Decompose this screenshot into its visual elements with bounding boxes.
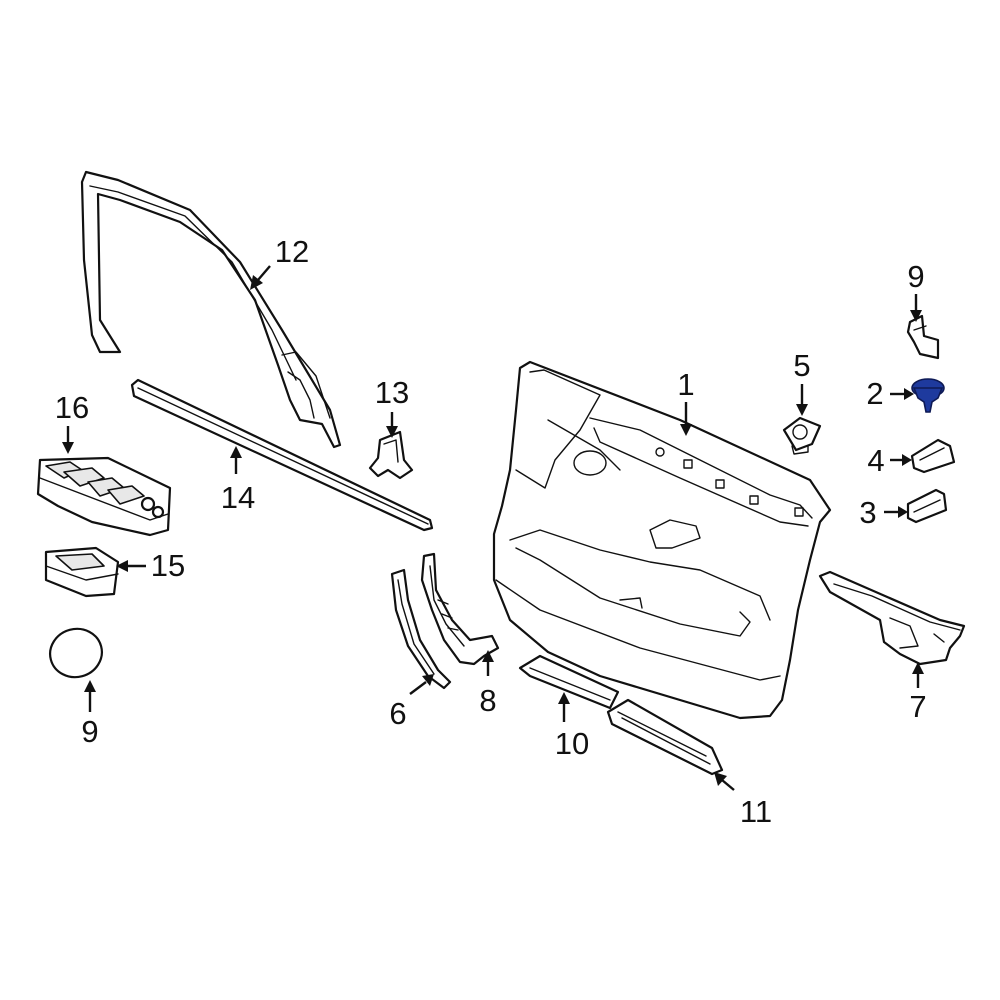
callout-11: 11 bbox=[714, 772, 772, 829]
svg-text:13: 13 bbox=[375, 375, 409, 410]
callout-6: 6 bbox=[389, 674, 434, 731]
part-6-grab-handle-cover[interactable] bbox=[390, 568, 452, 690]
svg-text:12: 12 bbox=[275, 234, 309, 269]
part-4-bracket[interactable] bbox=[910, 438, 956, 474]
part-5-speaker-cover[interactable] bbox=[782, 416, 822, 455]
part-7-switch-panel[interactable] bbox=[818, 570, 966, 666]
svg-text:4: 4 bbox=[867, 443, 884, 478]
callout-2: 2 bbox=[866, 376, 914, 411]
svg-text:14: 14 bbox=[221, 480, 255, 515]
svg-text:8: 8 bbox=[479, 683, 496, 718]
callout-9-lower: 9 bbox=[81, 680, 99, 749]
callout-1: 1 bbox=[677, 367, 695, 436]
svg-text:6: 6 bbox=[389, 696, 406, 731]
part-11-trim-strip[interactable] bbox=[606, 698, 724, 776]
callout-12: 12 bbox=[250, 234, 309, 290]
svg-text:9: 9 bbox=[81, 714, 98, 749]
part-2-push-clip-highlighted[interactable] bbox=[911, 378, 945, 413]
callout-5: 5 bbox=[793, 348, 811, 416]
part-10-trim-strip[interactable] bbox=[518, 654, 620, 710]
callout-16: 16 bbox=[55, 390, 89, 454]
callout-7: 7 bbox=[909, 662, 927, 724]
svg-text:5: 5 bbox=[793, 348, 810, 383]
part-16-window-switch-block[interactable] bbox=[36, 456, 172, 537]
callout-4: 4 bbox=[867, 443, 912, 478]
callout-13: 13 bbox=[375, 375, 409, 438]
part-14-belt-weatherstrip[interactable] bbox=[130, 378, 434, 532]
svg-text:7: 7 bbox=[909, 689, 926, 724]
part-3-bracket[interactable] bbox=[906, 488, 948, 524]
svg-text:9: 9 bbox=[907, 259, 924, 294]
svg-text:15: 15 bbox=[151, 548, 185, 583]
part-12-window-frame-trim[interactable] bbox=[80, 170, 342, 449]
part-9-round-cover[interactable] bbox=[45, 623, 108, 683]
part-15-switch[interactable] bbox=[44, 546, 120, 598]
part-8-grab-handle[interactable] bbox=[420, 552, 500, 666]
svg-text:10: 10 bbox=[555, 726, 589, 761]
svg-text:11: 11 bbox=[740, 794, 772, 829]
callout-9-upper: 9 bbox=[907, 259, 925, 322]
callout-14: 14 bbox=[221, 446, 255, 515]
part-13-bracket-clip[interactable] bbox=[368, 430, 414, 480]
callout-8: 8 bbox=[479, 650, 497, 718]
callout-10: 10 bbox=[555, 692, 589, 761]
part-9-clip-bracket[interactable] bbox=[906, 314, 940, 360]
part-1-door-trim-panel[interactable] bbox=[492, 360, 832, 720]
callout-3: 3 bbox=[859, 495, 908, 530]
svg-text:3: 3 bbox=[859, 495, 876, 530]
svg-text:16: 16 bbox=[55, 390, 89, 425]
svg-text:2: 2 bbox=[866, 376, 883, 411]
svg-text:1: 1 bbox=[677, 367, 694, 402]
callout-15: 15 bbox=[116, 548, 185, 583]
